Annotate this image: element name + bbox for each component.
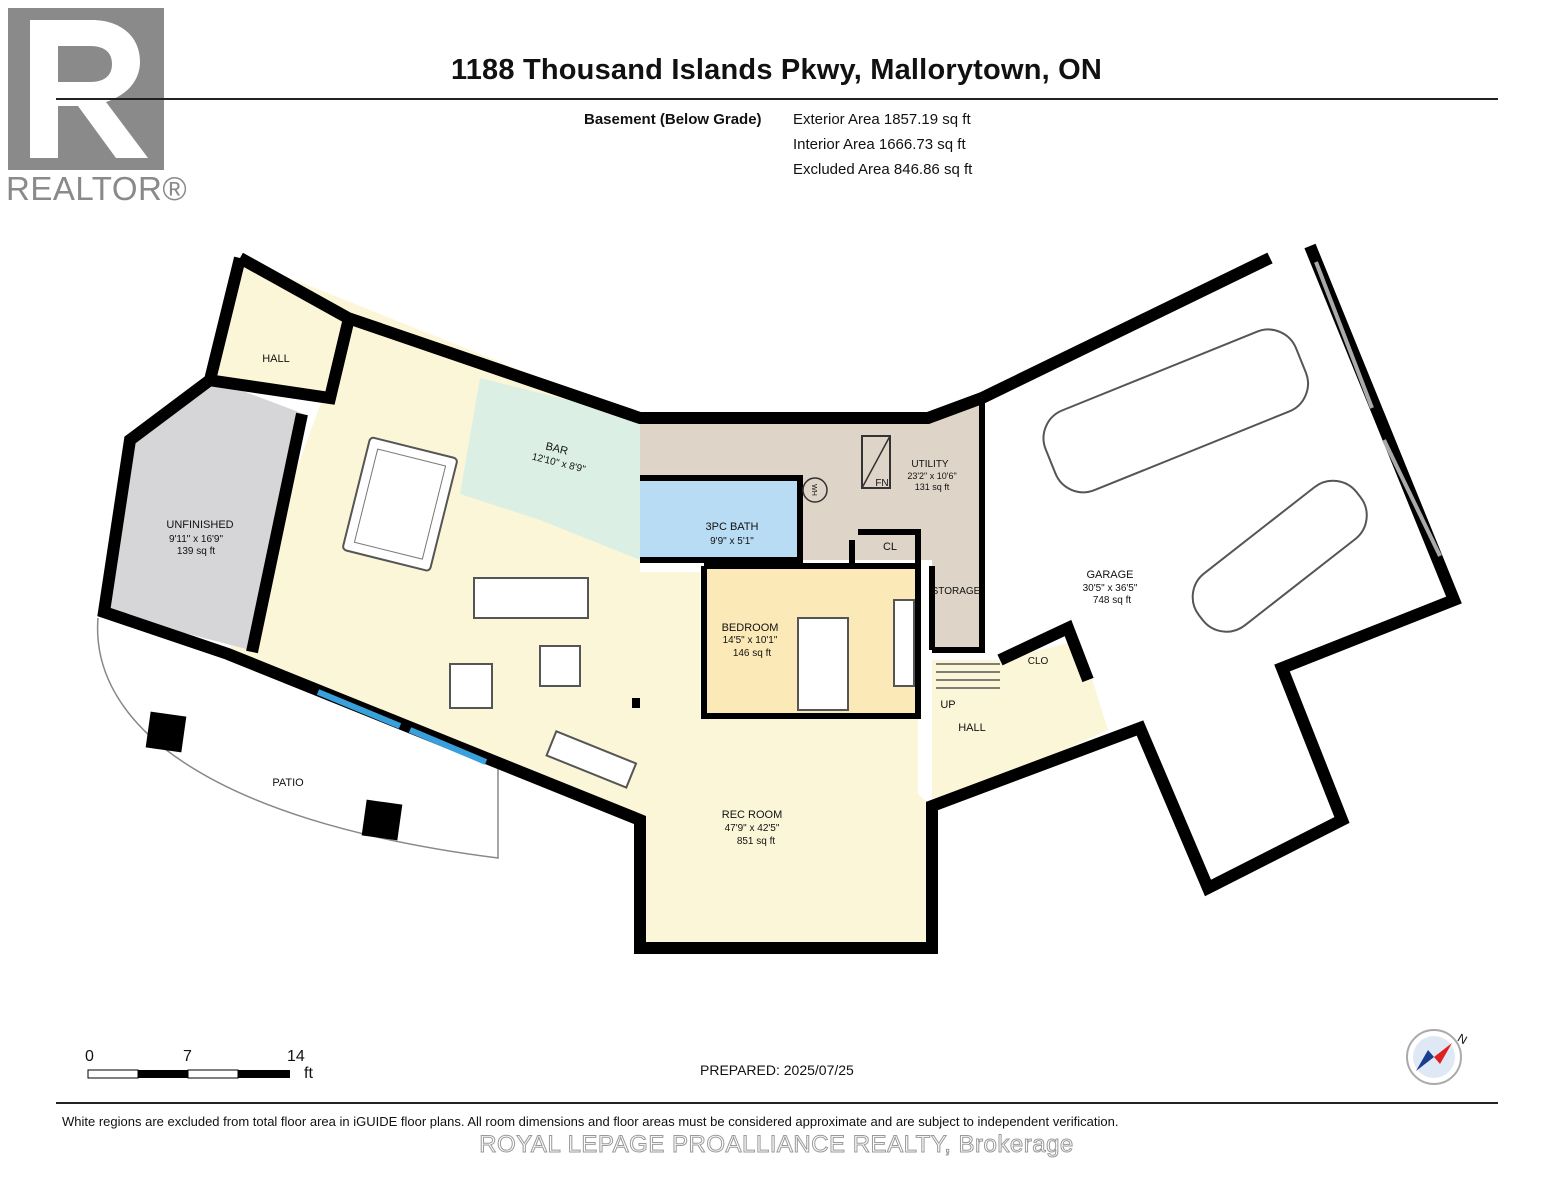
bar-fill bbox=[460, 378, 640, 560]
rec-room-area: 851 sq ft bbox=[737, 836, 776, 847]
scale-unit: ft bbox=[304, 1065, 313, 1082]
garage-label: GARAGE bbox=[1086, 569, 1133, 581]
unfinished-area: 139 sq ft bbox=[177, 546, 216, 557]
hall-e-label: HALL bbox=[958, 722, 986, 734]
exterior-area: Exterior Area 1857.19 sq ft bbox=[793, 111, 971, 128]
page-title: 1188 Thousand Islands Pkwy, Mallorytown,… bbox=[450, 54, 1103, 86]
compass-icon bbox=[1406, 1029, 1462, 1085]
patio-outline bbox=[96, 617, 499, 859]
wall-west bbox=[97, 243, 1462, 954]
bedroom-dims: 14'5" x 10'1" bbox=[723, 635, 778, 646]
brokerage-watermark: ROYAL LEPAGE PROALLIANCE REALTY, Brokera… bbox=[479, 1131, 1074, 1159]
wall-hall-nw bbox=[207, 312, 356, 405]
wall-bath bbox=[640, 475, 803, 563]
scale-label-14: 14 bbox=[287, 1048, 305, 1065]
wall-cl bbox=[849, 529, 921, 569]
clo-label: CLO bbox=[1028, 656, 1049, 667]
furnace bbox=[861, 435, 891, 489]
wall-main bbox=[237, 252, 985, 424]
wall-unfinished bbox=[246, 412, 308, 654]
ottoman bbox=[539, 645, 581, 687]
level-label: Basement (Below Grade) bbox=[584, 111, 762, 128]
excluded-area: Excluded Area 846.86 sq ft bbox=[793, 161, 973, 178]
bedroom-area: 146 sq ft bbox=[733, 648, 772, 659]
bar-label: BAR bbox=[544, 441, 569, 458]
car-truck bbox=[1042, 328, 1309, 494]
utility-fill bbox=[640, 398, 982, 650]
closet-label: CL bbox=[883, 541, 897, 553]
bath-label: 3PC BATH bbox=[706, 521, 759, 533]
column bbox=[632, 698, 640, 708]
garage-dims: 30'5" x 36'5" bbox=[1083, 583, 1138, 594]
wall-utility bbox=[932, 398, 985, 653]
realtor-logo-text: REALTOR® bbox=[6, 170, 188, 207]
water-heater-label: WH bbox=[810, 484, 817, 496]
window bbox=[1382, 439, 1442, 557]
header-rule bbox=[56, 98, 1498, 100]
storage-label: STORAGE bbox=[932, 586, 981, 597]
up-label: UP bbox=[940, 699, 955, 711]
wall-clo bbox=[997, 619, 1094, 683]
hall-nw-label: HALL bbox=[262, 353, 290, 365]
scale-label-0: 0 bbox=[85, 1048, 94, 1065]
patio-label: PATIO bbox=[272, 777, 304, 789]
rec-room-label: REC ROOM bbox=[722, 809, 783, 821]
car-sedan bbox=[1191, 479, 1368, 633]
realtor-r-icon bbox=[8, 8, 164, 170]
utility-label: UTILITY bbox=[911, 459, 949, 470]
pool-table bbox=[342, 436, 458, 572]
bath-dims: 9'9" x 5'1" bbox=[710, 536, 754, 547]
rec-room-dims: 47'9" x 42'5" bbox=[725, 823, 780, 834]
bath-fill bbox=[640, 478, 800, 560]
utility-dims: 23'2" x 10'6" bbox=[907, 471, 956, 481]
scale-bar bbox=[87, 1069, 290, 1079]
unfinished-label: UNFINISHED bbox=[166, 519, 233, 531]
interior-area: Interior Area 1666.73 sq ft bbox=[793, 136, 966, 153]
water-heater bbox=[802, 477, 828, 503]
armchair bbox=[449, 663, 493, 709]
window bbox=[408, 727, 488, 765]
patio-post bbox=[361, 799, 403, 841]
sofa bbox=[473, 577, 589, 619]
hall-nw-fill bbox=[208, 258, 350, 400]
wall-bedroom bbox=[701, 563, 921, 719]
dresser bbox=[893, 599, 915, 687]
unfinished-fill bbox=[104, 378, 304, 650]
scale-label-7: 7 bbox=[183, 1048, 192, 1065]
wall-east-garage bbox=[979, 252, 1273, 404]
window bbox=[316, 689, 402, 729]
stairs bbox=[936, 663, 1000, 689]
tv-stand bbox=[545, 729, 638, 789]
realtor-logo bbox=[8, 8, 164, 170]
prepared-date: PREPARED: 2025/07/25 bbox=[700, 1062, 854, 1078]
furnace-label: FN bbox=[875, 478, 888, 489]
unfinished-dims: 9'11" x 16'9" bbox=[169, 534, 224, 545]
patio-post bbox=[145, 711, 187, 753]
disclaimer: White regions are excluded from total fl… bbox=[62, 1114, 1119, 1129]
garage-area: 748 sq ft bbox=[1093, 595, 1132, 606]
bed bbox=[797, 617, 849, 711]
utility-area: 131 sq ft bbox=[915, 482, 950, 492]
bedroom-label: BEDROOM bbox=[722, 622, 779, 634]
window bbox=[1314, 261, 1374, 409]
